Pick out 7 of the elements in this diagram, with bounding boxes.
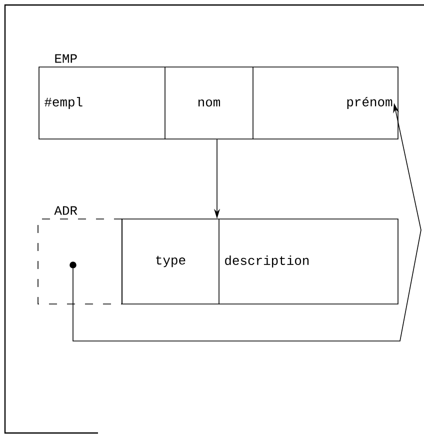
node-label: EMP xyxy=(55,54,77,63)
node-label: ADR xyxy=(54,206,78,215)
table-cell: nom xyxy=(164,66,220,140)
table-cell: type xyxy=(122,218,186,304)
table-cell: prénom xyxy=(252,66,392,140)
table-cell: #empl xyxy=(44,96,82,110)
table-cell: description xyxy=(218,218,309,304)
